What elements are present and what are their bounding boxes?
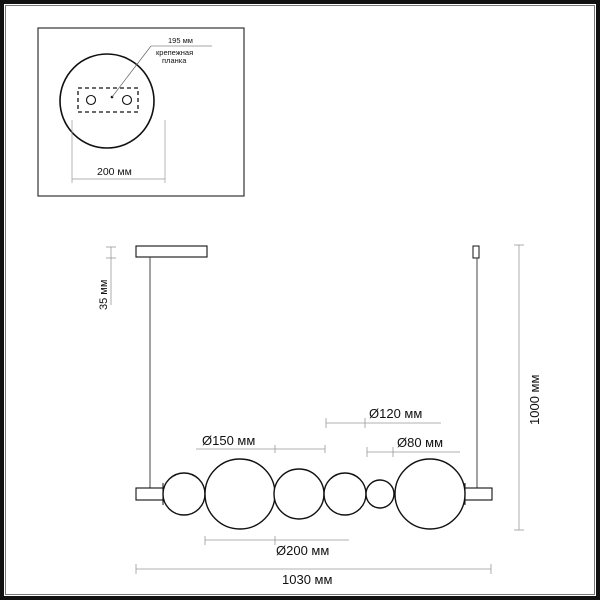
label-d80: Ø80 мм bbox=[397, 435, 443, 450]
canopy-left bbox=[135, 245, 208, 258]
sphere-4 bbox=[323, 472, 367, 516]
label-195: 195 мм bbox=[168, 36, 193, 45]
sphere-2 bbox=[204, 458, 276, 530]
mounting-bracket-dashed bbox=[77, 87, 139, 113]
label-35: 35 мм bbox=[98, 280, 110, 310]
sphere-3 bbox=[273, 468, 325, 520]
leader-line bbox=[111, 45, 152, 98]
screw-hole-right bbox=[121, 94, 133, 106]
mount-right bbox=[472, 245, 480, 259]
sphere-5 bbox=[365, 479, 395, 509]
label-bracket-2: планка bbox=[162, 56, 187, 65]
holder-right bbox=[464, 487, 493, 501]
screw-hole-left bbox=[85, 94, 97, 106]
label-200-inset: 200 мм bbox=[97, 166, 132, 178]
canopy-top-view-circle bbox=[59, 53, 155, 149]
label-d200: Ø200 мм bbox=[276, 543, 329, 558]
label-d120: Ø120 мм bbox=[369, 406, 422, 421]
label-1030: 1030 мм bbox=[282, 572, 332, 587]
inset-box bbox=[37, 27, 245, 197]
label-1000: 1000 мм bbox=[527, 375, 542, 425]
inner-frame bbox=[5, 5, 595, 595]
inset-mounting-detail: 195 мм крепежная планка 200 мм bbox=[37, 27, 245, 197]
holder-left bbox=[135, 487, 164, 501]
sphere-1 bbox=[162, 472, 206, 516]
sphere-6 bbox=[394, 458, 466, 530]
label-bracket-1: крепежная bbox=[156, 48, 193, 57]
label-d150: Ø150 мм bbox=[202, 433, 255, 448]
elevation-view: 35 мм Ø150 мм Ø120 мм Ø80 мм bbox=[98, 244, 542, 587]
